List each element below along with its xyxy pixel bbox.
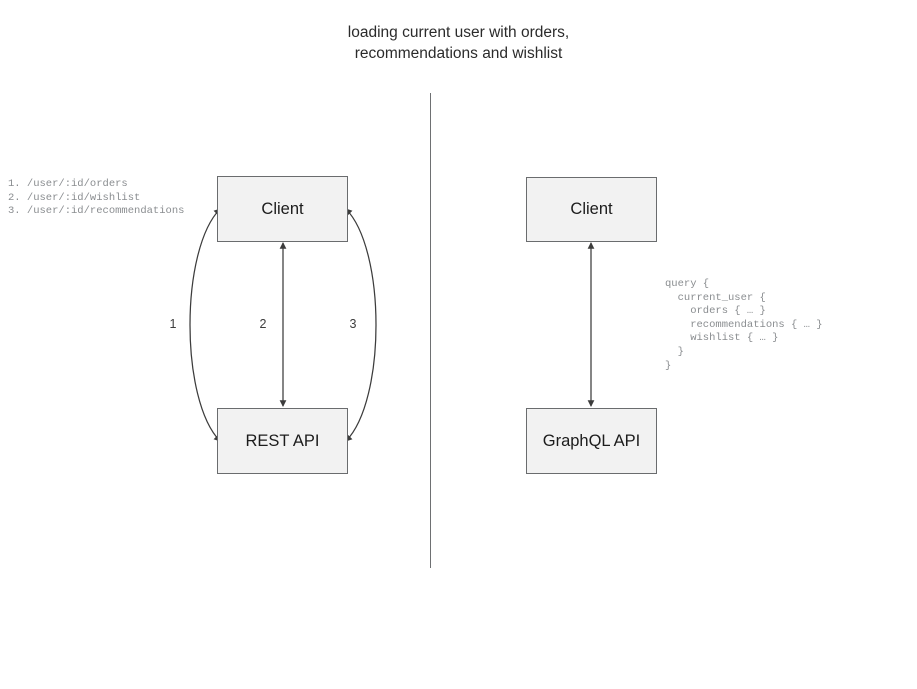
node-rest-api-label: REST API bbox=[245, 431, 320, 450]
node-client-rest-label: Client bbox=[261, 199, 304, 218]
node-rest-api[interactable]: REST API bbox=[217, 408, 348, 474]
node-graphql-api-label: GraphQL API bbox=[542, 431, 641, 450]
node-client-graphql-label: Client bbox=[570, 200, 613, 218]
node-client-graphql[interactable]: Client bbox=[526, 177, 657, 242]
page-title: loading current user with orders, recomm… bbox=[347, 24, 570, 62]
graphql-query-code: query { current_user { orders { … } reco… bbox=[665, 278, 823, 372]
edge-label-2: 2 bbox=[259, 317, 267, 331]
node-client-rest[interactable]: Client bbox=[217, 176, 348, 242]
node-graphql-api[interactable]: GraphQL API bbox=[526, 408, 657, 474]
rest-endpoint-list: 1. /user/:id/orders 2. /user/:id/wishlis… bbox=[8, 178, 185, 218]
edge-label-1: 1 bbox=[169, 317, 177, 331]
edge-label-3: 3 bbox=[349, 317, 357, 331]
vertical-divider bbox=[430, 93, 432, 568]
edge-path-1 bbox=[189, 208, 221, 442]
